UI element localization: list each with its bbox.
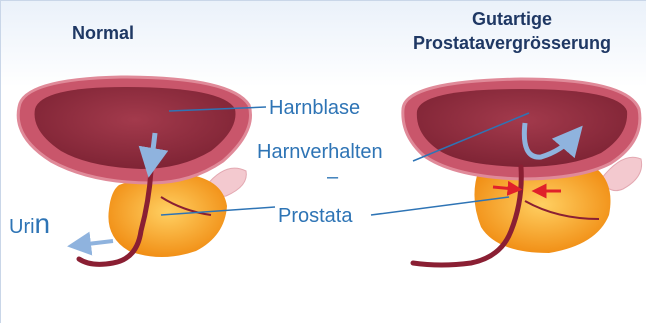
heading-bph: Gutartige Prostatavergrösserung	[381, 7, 643, 55]
bph-anatomy	[403, 79, 642, 265]
heading-bph-line2: Prostatavergrösserung	[381, 31, 643, 55]
label-prostate: Prostata	[278, 205, 352, 227]
label-urine-prefix: Uri	[9, 216, 35, 238]
heading-normal: Normal	[53, 21, 153, 45]
heading-bph-line1: Gutartige	[381, 7, 643, 31]
flow-arrow-icon	[79, 241, 113, 245]
normal-anatomy	[18, 77, 250, 264]
label-urine: Urin	[9, 213, 50, 238]
normal-prostate	[108, 175, 227, 257]
label-retention: Harnverhalten	[257, 141, 383, 163]
label-urine-last: n	[35, 208, 51, 239]
label-dash: –	[327, 166, 338, 188]
label-bladder: Harnblase	[269, 97, 360, 119]
compression-arrow-icon	[493, 187, 515, 189]
